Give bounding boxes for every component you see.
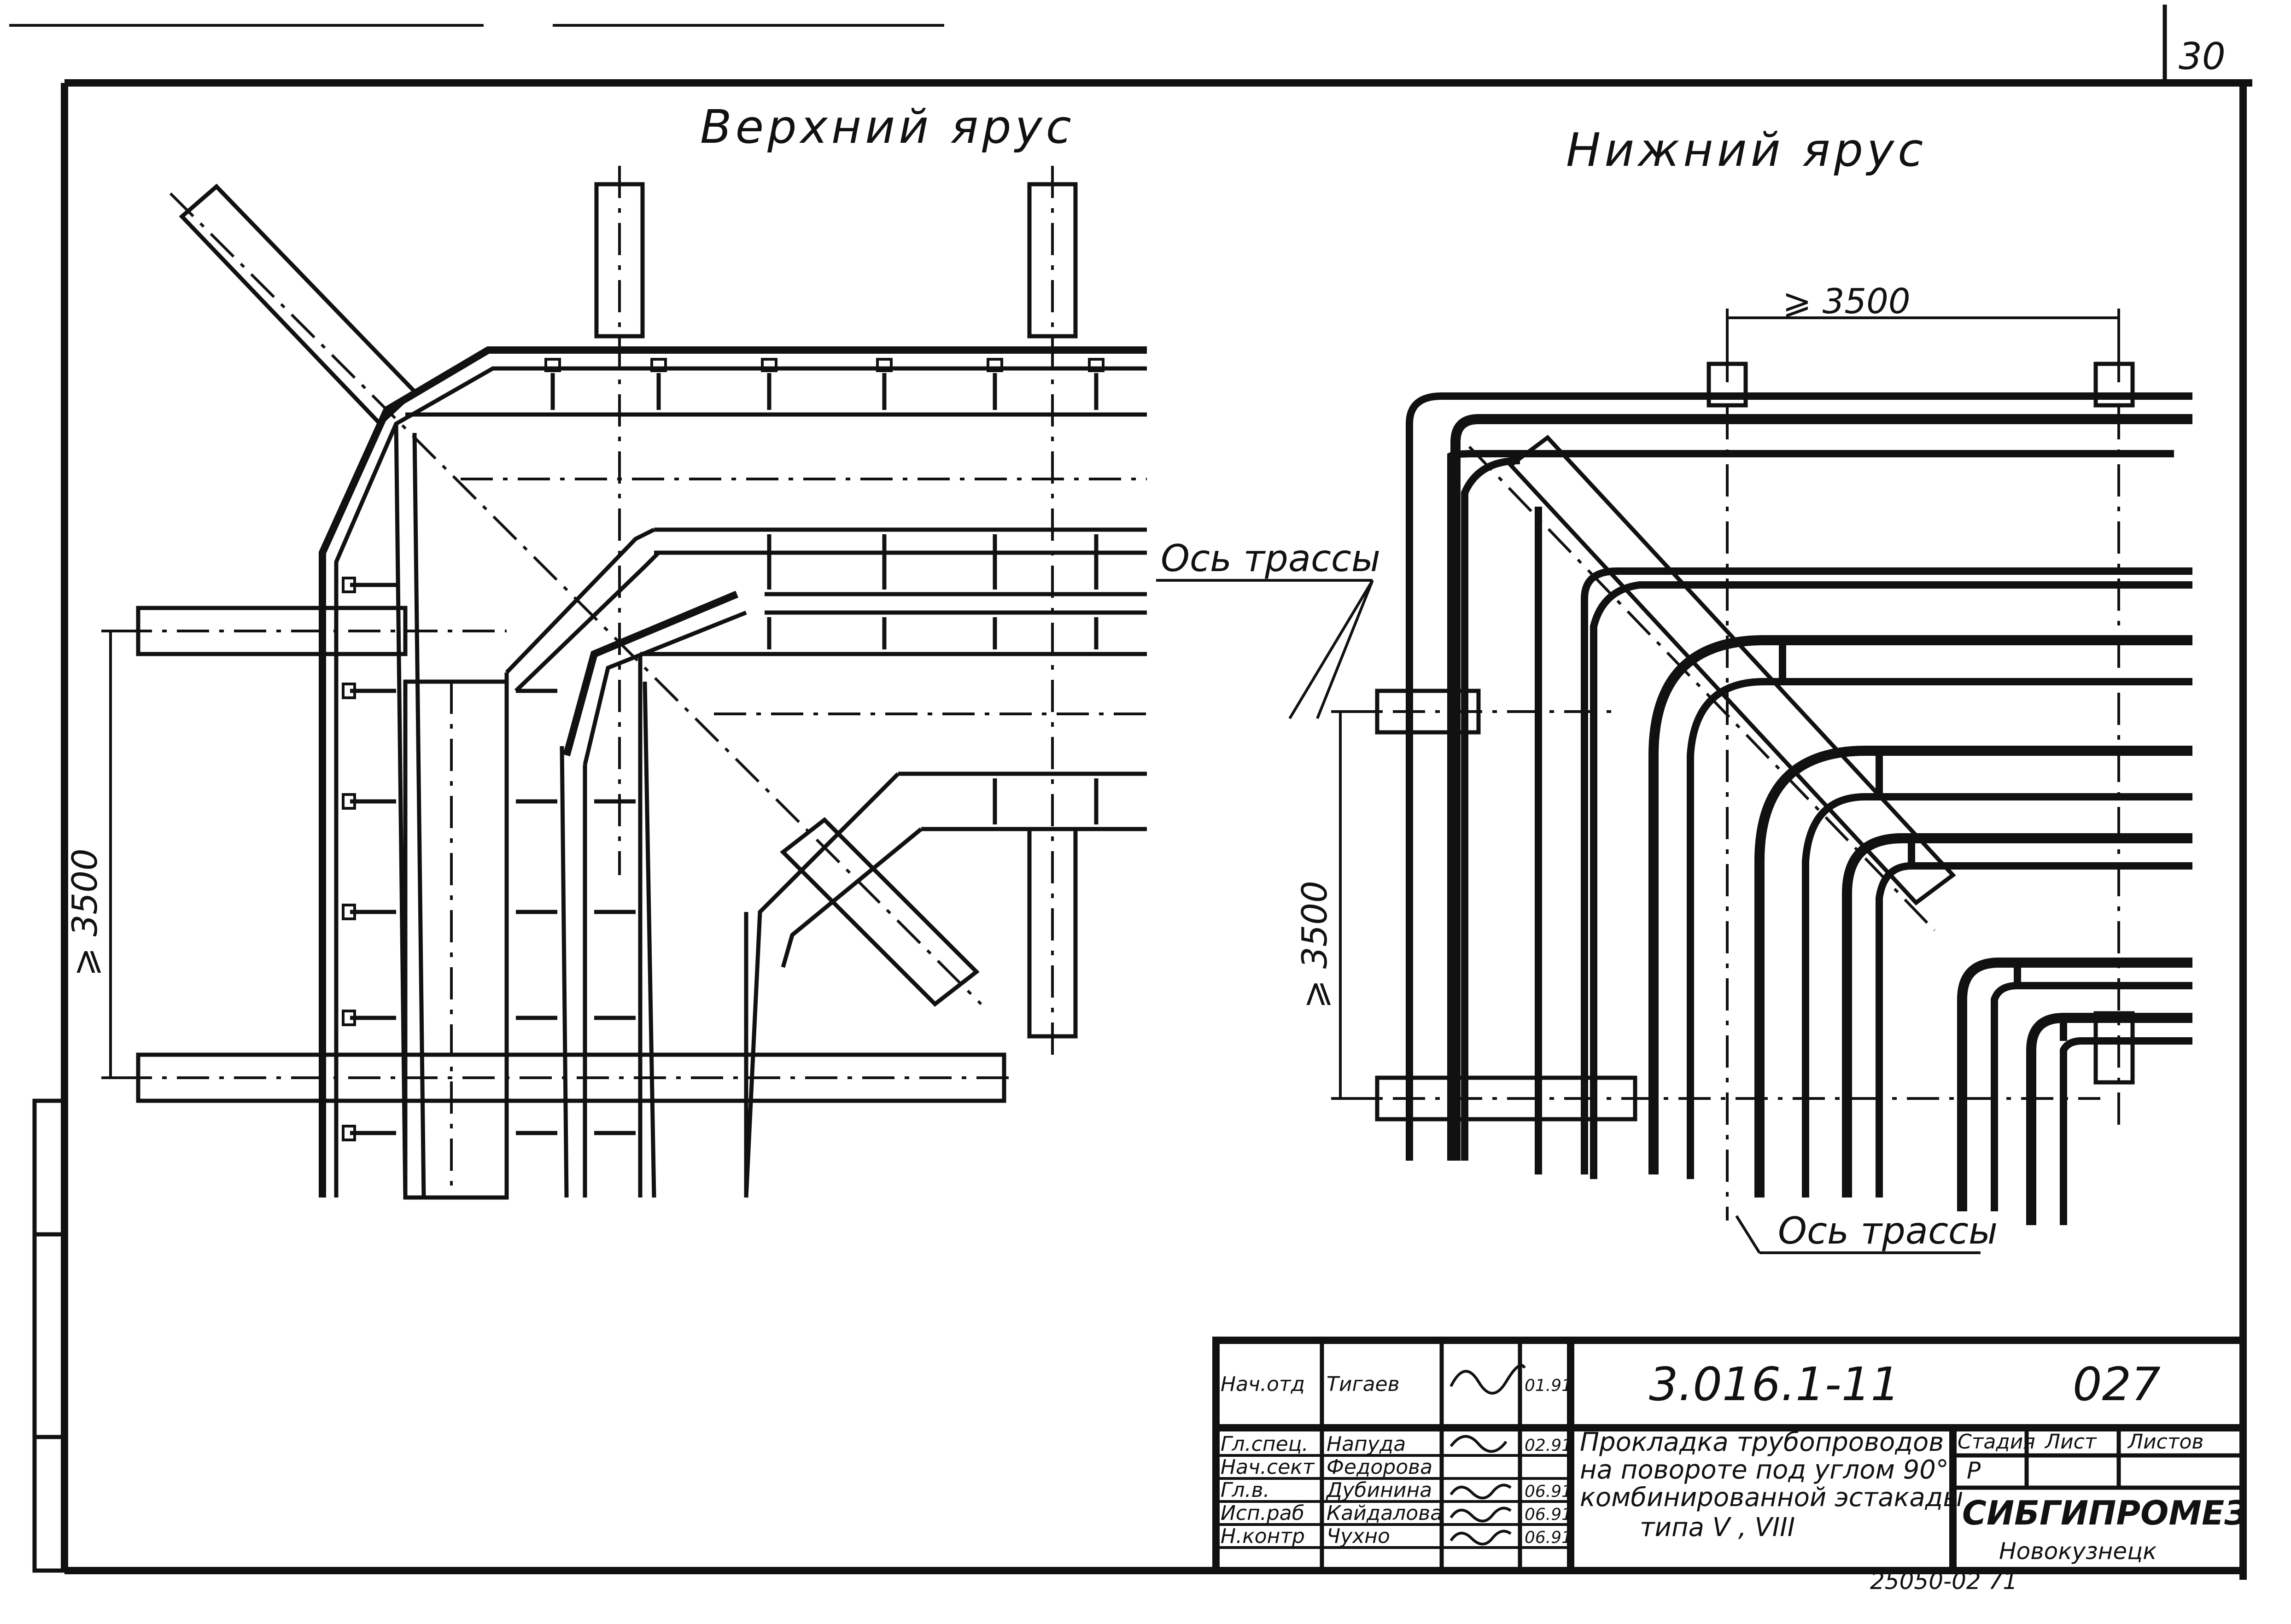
left-dimension: ⩾ 3500	[64, 848, 105, 976]
sheets-header: Листов	[2127, 1430, 2203, 1454]
stage-value: Р	[1967, 1457, 1981, 1484]
date-1: 01.91	[1525, 1376, 1572, 1395]
city: Новокузнецк	[1999, 1538, 2157, 1565]
supports-left	[342, 577, 636, 1141]
column-right	[1027, 182, 1078, 339]
supports-top	[544, 358, 1105, 824]
name-4: Дубинина	[1326, 1478, 1432, 1502]
role-6: Н.контр	[1221, 1525, 1305, 1548]
name-2: Напуда	[1327, 1432, 1406, 1456]
sheet-header: Лист	[2044, 1430, 2097, 1454]
date-2: 02.91	[1525, 1436, 1572, 1455]
role-2: Гл.спец.	[1221, 1432, 1309, 1456]
doc-code: 3.016.1-11	[1649, 1357, 1900, 1411]
description-line-1: Прокладка трубопроводов	[1580, 1427, 1944, 1457]
inventory-number: 25050-02 71	[1870, 1568, 2017, 1595]
roles-table: Нач.отд Тигаев 01.91 Гл.спец. Напуда 02.…	[1221, 1373, 1572, 1548]
role-5: Исп.раб	[1221, 1501, 1304, 1525]
name-1: Тигаев	[1327, 1373, 1400, 1396]
top-dimension: ⩾ 3500	[1783, 281, 1911, 321]
signatures	[1449, 1364, 1526, 1546]
right-dimension: ⩾ 3500	[1294, 881, 1335, 1009]
upper-tier-plan: ⩾ 3500 Ось трассы	[64, 166, 1380, 1200]
right-axis-label: Ось трассы	[1778, 1209, 1998, 1252]
date-6: 06.91	[1525, 1528, 1572, 1547]
role-3: Нач.сект	[1221, 1455, 1315, 1479]
left-axis-label: Ось трассы	[1161, 537, 1380, 580]
sheet-number: 30	[2179, 35, 2226, 78]
description-line-2: на повороте под углом 90°	[1580, 1455, 1949, 1485]
description-line-3: комбинированной эстакады	[1580, 1483, 1964, 1513]
pipe-elbows	[1406, 392, 2192, 1225]
drawing-number: 027	[2073, 1357, 2161, 1411]
title-block: 3.016.1-11 027 Прокладка трубопроводов н…	[1212, 1337, 2248, 1595]
stage-header: Стадия	[1958, 1430, 2035, 1454]
date-4: 06.91	[1525, 1482, 1572, 1501]
name-5: Кайдалова	[1327, 1501, 1443, 1525]
date-5: 06.91	[1525, 1505, 1572, 1524]
right-view-title: Нижний ярус	[1566, 123, 1927, 177]
column-left	[594, 182, 645, 339]
lower-tier-plan: ⩾ 3500	[1294, 281, 2192, 1254]
left-view-title: Верхний ярус	[700, 100, 1075, 154]
role-1: Нач.отд	[1221, 1373, 1305, 1396]
name-3: Федорова	[1327, 1455, 1432, 1479]
description-line-4: типа V , VIII	[1640, 1513, 1795, 1542]
name-6: Чухно	[1327, 1525, 1390, 1548]
organization: СИБГИПРОМЕЗ	[1962, 1494, 2248, 1532]
role-4: Гл.в.	[1221, 1478, 1270, 1502]
